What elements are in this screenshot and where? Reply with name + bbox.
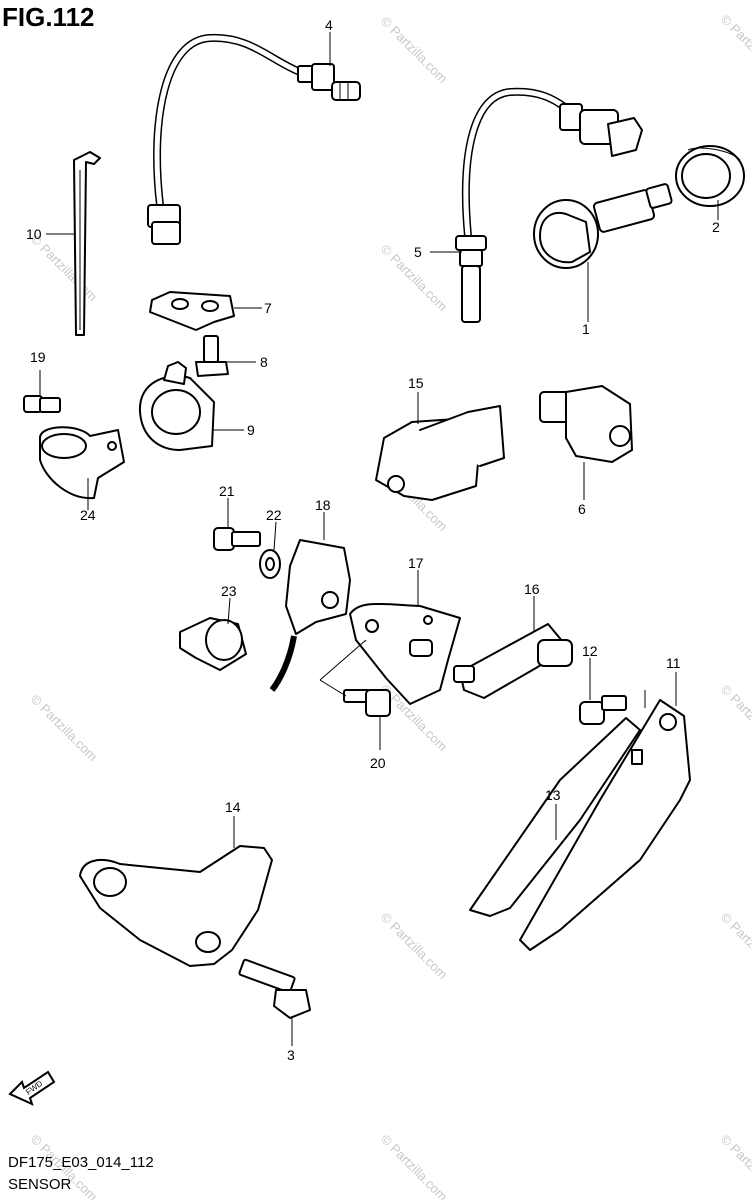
callout-6: 6 xyxy=(578,501,586,517)
callout-3: 3 xyxy=(287,1047,295,1063)
part-24-clamp-bracket[interactable] xyxy=(39,426,125,500)
part-8-bolt[interactable] xyxy=(195,335,229,377)
watermark: © Partzilla.com xyxy=(378,1132,451,1200)
part-23-clip[interactable] xyxy=(179,617,247,671)
callout-8: 8 xyxy=(260,354,268,370)
callouts: 4 10 7 8 9 19 24 5 2 1 15 6 21 22 18 23 … xyxy=(26,17,720,1063)
part-20-bolt[interactable] xyxy=(343,689,391,717)
callout-9: 9 xyxy=(247,422,255,438)
part-11-13-brackets[interactable] xyxy=(469,699,691,951)
callout-19: 19 xyxy=(30,349,46,365)
part-1-sensor-body[interactable] xyxy=(533,183,673,269)
section-name: SENSOR xyxy=(8,1176,72,1193)
watermark: © Partzilla.com xyxy=(378,14,451,87)
watermark: © Partzilla.com xyxy=(718,910,752,983)
part-2-grommet[interactable] xyxy=(675,145,745,207)
callout-24: 24 xyxy=(80,507,96,523)
callout-10: 10 xyxy=(26,226,42,242)
watermark: © Partzilla.com xyxy=(718,682,752,755)
part-14-bracket[interactable] xyxy=(79,845,273,967)
callout-4: 4 xyxy=(325,17,333,33)
callout-7: 7 xyxy=(264,300,272,316)
callout-20: 20 xyxy=(370,755,386,771)
watermark: © Partzilla.com xyxy=(718,12,752,85)
callout-14: 14 xyxy=(225,799,241,815)
watermark: © Partzilla.com xyxy=(378,910,451,983)
callout-17: 17 xyxy=(408,555,424,571)
callout-22: 22 xyxy=(266,507,282,523)
part-5-sensor-cable[interactable] xyxy=(455,87,643,323)
figure-title: FIG.112 xyxy=(2,2,95,32)
callout-21: 21 xyxy=(219,483,235,499)
callout-13: 13 xyxy=(545,787,561,803)
part-21-bolt[interactable] xyxy=(213,527,261,551)
part-9-clamp[interactable] xyxy=(138,361,215,451)
part-19-bolt[interactable] xyxy=(23,395,61,413)
watermark: © Partzilla.com xyxy=(28,692,101,765)
callout-23: 23 xyxy=(221,583,237,599)
leader-lines xyxy=(39,32,719,1046)
watermark: © Partzilla.com xyxy=(28,232,101,305)
callout-16: 16 xyxy=(524,581,540,597)
part-7-plate[interactable] xyxy=(149,291,235,331)
part-18-sensor[interactable] xyxy=(269,539,351,692)
diagram-code: DF175_E03_014_112 xyxy=(8,1154,154,1171)
callout-1: 1 xyxy=(582,321,590,337)
callout-11: 11 xyxy=(666,655,681,671)
part-22-washer[interactable] xyxy=(259,549,281,579)
part-15-sensor[interactable] xyxy=(375,405,505,501)
callout-18: 18 xyxy=(315,497,331,513)
watermark: © Partzilla.com xyxy=(718,1132,752,1200)
part-3-bolt[interactable] xyxy=(238,958,311,1019)
part-6-pressure-sensor[interactable] xyxy=(539,385,633,463)
callout-2: 2 xyxy=(712,219,720,235)
callout-5: 5 xyxy=(414,244,422,260)
callout-15: 15 xyxy=(408,375,424,391)
part-16-link[interactable] xyxy=(453,623,573,699)
part-17-bracket[interactable] xyxy=(349,602,461,705)
part-12-bolt[interactable] xyxy=(579,695,627,725)
callout-12: 12 xyxy=(582,643,598,659)
part-4-sensor-cable[interactable] xyxy=(147,33,361,245)
part-10-cable-tie[interactable] xyxy=(73,151,101,336)
fwd-arrow-icon: FWD xyxy=(8,1070,56,1106)
